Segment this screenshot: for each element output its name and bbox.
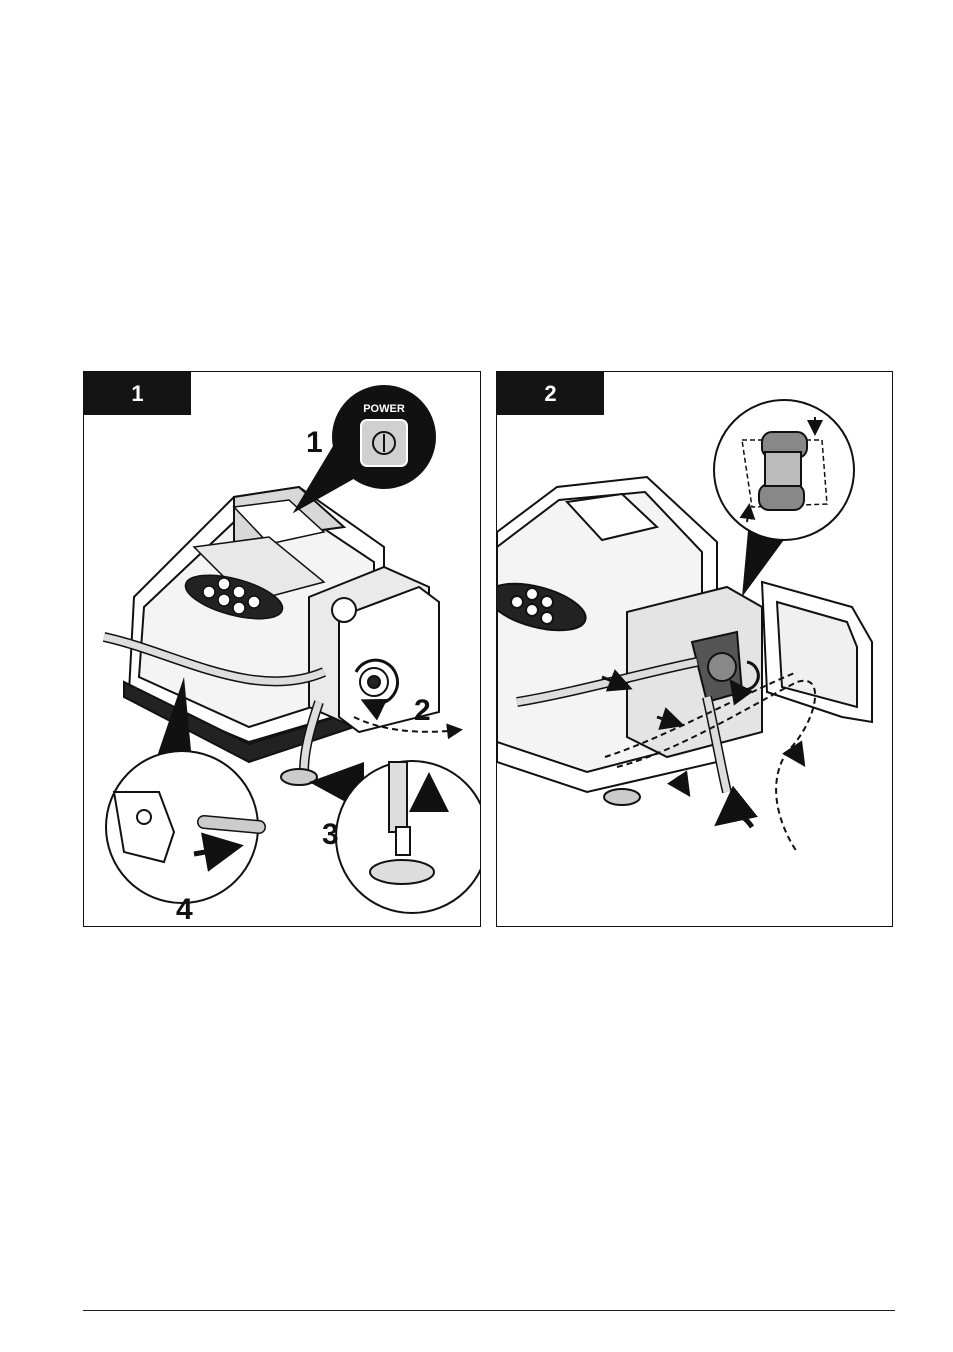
step-number-4: 4	[176, 893, 193, 926]
figure-panel-1: POWER 1 2 3 4	[83, 371, 481, 927]
pump-door	[762, 582, 872, 722]
pump-illustration-step-2	[497, 372, 893, 927]
detail-circle-rotor	[714, 400, 854, 597]
step-number-1: 1	[306, 426, 323, 459]
step-number-3: 3	[322, 818, 339, 851]
pump-illustration-step-1: POWER 1 2 3 4	[84, 372, 481, 927]
footer-rule	[83, 1310, 895, 1311]
power-label: POWER	[363, 403, 405, 415]
step-number-2: 2	[414, 694, 431, 727]
panel-tab-1: 1	[84, 372, 191, 415]
panel-tab-2: 2	[497, 372, 604, 415]
figure-panel-2: 2	[496, 371, 893, 927]
